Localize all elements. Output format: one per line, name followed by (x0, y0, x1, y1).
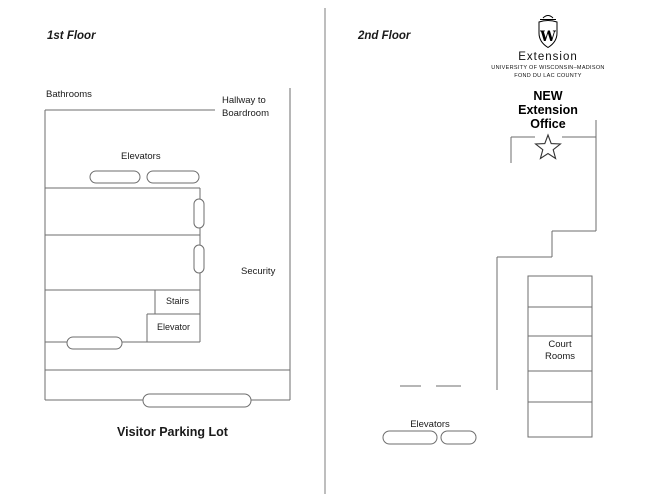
door-pill (66, 336, 123, 350)
first-floor-walls (44, 88, 291, 401)
university-line: UNIVERSITY OF WISCONSIN–MADISON (491, 65, 605, 71)
elevator-room-label: Elevator (156, 322, 191, 332)
stairs-label: Stairs (165, 296, 189, 306)
visitor-parking-lot-label: Visitor Parking Lot (117, 425, 228, 439)
bathrooms-label: Bathrooms (46, 89, 92, 100)
county-line: FOND DU LAC COUNTY (514, 72, 582, 79)
elevator-car-pill (440, 430, 477, 445)
entrance-door-pill (142, 393, 252, 408)
crest-shield (538, 20, 558, 49)
extension-logo-name: Extension (518, 51, 578, 63)
first-floor-title: 1st Floor (47, 30, 96, 42)
court-rooms-label: Court Rooms (544, 339, 576, 362)
second-floor-walls (496, 120, 597, 390)
second-floor-title: 2nd Floor (358, 30, 411, 42)
court-rooms-dividers (528, 306, 592, 403)
crest-flourish (542, 15, 554, 19)
uw-crest-icon: W (538, 15, 558, 49)
door-pill (193, 198, 205, 229)
elevator-car-pill (89, 170, 141, 184)
elevator-car-pill (382, 430, 438, 445)
court-rooms-box (527, 275, 593, 438)
first-floor-plan (44, 88, 291, 408)
second-floor-plan (382, 120, 597, 445)
elevator-car-pill (146, 170, 200, 184)
hallway-boardroom-label: Hallway to Boardroom (222, 95, 269, 119)
crest-monogram: W (539, 29, 556, 45)
elevators-label-second-floor: Elevators (410, 419, 450, 430)
door-pill (193, 244, 205, 274)
new-extension-office-label: NEW Extension Office (518, 89, 578, 131)
elevators-label-first-floor: Elevators (121, 151, 161, 162)
star-icon (534, 133, 562, 160)
security-label: Security (241, 266, 276, 277)
